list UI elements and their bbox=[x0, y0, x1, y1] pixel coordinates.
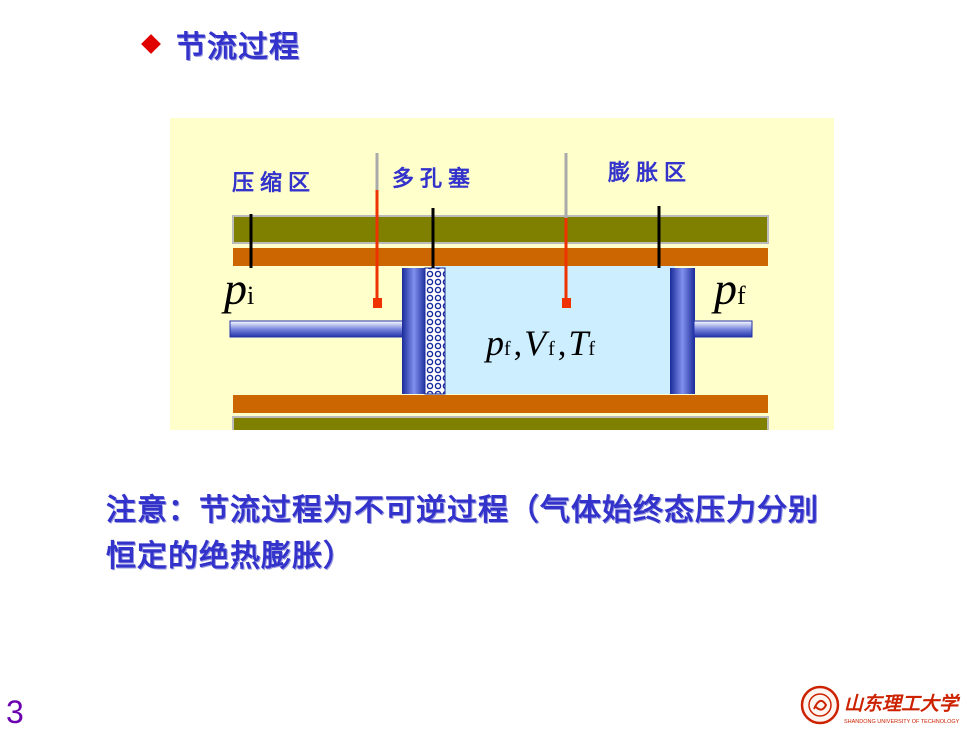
thermometer-right-bulb bbox=[562, 298, 571, 308]
title-text: 节流过程 bbox=[176, 30, 300, 65]
left-piston-rod bbox=[229, 320, 404, 338]
label-compression: 压缩区 bbox=[232, 170, 316, 196]
pressure-left: pi bbox=[221, 263, 254, 314]
slide-title: 节流过程 bbox=[140, 22, 300, 66]
top-wall-inner bbox=[233, 248, 768, 266]
note-text: 注意：节流过程为不可逆过程（气体始终态压力分别恒定的绝热膨胀） bbox=[106, 493, 819, 574]
porous-plug bbox=[424, 267, 446, 395]
label-porous-plug: 多孔塞 bbox=[392, 166, 476, 192]
label-expansion: 膨胀区 bbox=[607, 160, 692, 186]
bottom-wall-outer bbox=[232, 416, 769, 430]
left-piston bbox=[402, 268, 426, 394]
diamond-bullet-icon bbox=[141, 34, 161, 54]
gas-region bbox=[435, 266, 675, 394]
pressure-right: pf bbox=[711, 263, 746, 314]
seal-icon bbox=[800, 685, 840, 725]
page-number: 3 bbox=[6, 694, 24, 730]
logo-text: 山东理工大学 bbox=[844, 693, 961, 715]
logo-subtext: SHANDONG UNIVERSITY OF TECHNOLOGY bbox=[844, 719, 960, 725]
top-wall-outer bbox=[232, 215, 769, 244]
bottom-wall-inner bbox=[233, 395, 768, 413]
right-piston-rod bbox=[693, 320, 753, 338]
university-logo: 山东理工大学 SHANDONG UNIVERSITY OF TECHNOLOGY bbox=[800, 685, 961, 725]
thermometer-left-bulb bbox=[373, 298, 382, 308]
right-piston bbox=[670, 268, 695, 394]
